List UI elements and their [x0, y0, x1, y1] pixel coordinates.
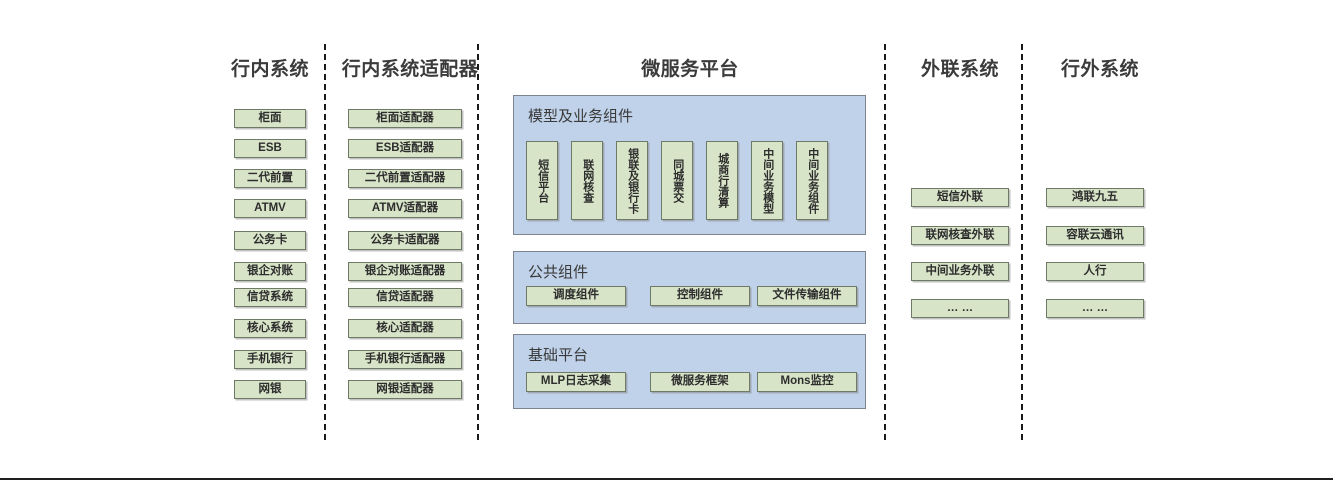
node-external-system-2[interactable]: 人行: [1046, 262, 1144, 281]
node-inner-adapter-7[interactable]: 核心适配器: [348, 319, 462, 338]
node-model-component-0[interactable]: 短信平台: [526, 141, 558, 220]
node-outbound-system-2[interactable]: 中间业务外联: [911, 262, 1009, 281]
node-inner-adapter-5[interactable]: 银企对账适配器: [348, 262, 462, 281]
node-outbound-system-0[interactable]: 短信外联: [911, 188, 1009, 207]
node-inner-system-8[interactable]: 手机银行: [234, 350, 306, 369]
divider-3: [884, 44, 886, 440]
bottom-rule: [0, 478, 1333, 480]
node-inner-adapter-1[interactable]: ESB适配器: [348, 139, 462, 158]
node-base-platform-0[interactable]: MLP日志采集: [526, 372, 626, 392]
node-inner-system-0[interactable]: 柜面: [234, 109, 306, 128]
node-public-component-0[interactable]: 调度组件: [526, 286, 626, 306]
panel-base-platform: 基础平台: [513, 334, 866, 409]
node-public-component-1[interactable]: 控制组件: [650, 286, 750, 306]
divider-2: [477, 44, 479, 440]
node-inner-system-4[interactable]: 公务卡: [234, 231, 306, 250]
node-inner-system-3[interactable]: ATMV: [234, 199, 306, 218]
node-inner-adapter-6[interactable]: 信贷适配器: [348, 288, 462, 307]
node-model-component-3[interactable]: 同城票交: [661, 141, 693, 220]
node-external-system-1[interactable]: 容联云通讯: [1046, 226, 1144, 245]
panel-title-base-platform: 基础平台: [528, 347, 589, 364]
node-inner-adapter-9[interactable]: 网银适配器: [348, 380, 462, 399]
panel-title-model-business-components: 模型及业务组件: [528, 108, 634, 125]
node-model-component-6[interactable]: 中间业务组件: [796, 141, 828, 220]
node-inner-system-7[interactable]: 核心系统: [234, 319, 306, 338]
node-inner-adapter-0[interactable]: 柜面适配器: [348, 109, 462, 128]
node-base-platform-2[interactable]: Mons监控: [757, 372, 857, 392]
node-model-component-5[interactable]: 中间业务模型: [751, 141, 783, 220]
column-title-inner-systems: 行内系统: [230, 59, 309, 80]
node-inner-adapter-2[interactable]: 二代前置适配器: [348, 169, 462, 188]
node-external-system-0[interactable]: 鸿联九五: [1046, 188, 1144, 207]
panel-title-public-components: 公共组件: [528, 264, 589, 281]
node-inner-adapter-3[interactable]: ATMV适配器: [348, 199, 462, 218]
node-inner-system-2[interactable]: 二代前置: [234, 169, 306, 188]
divider-4: [1021, 44, 1023, 440]
node-inner-system-6[interactable]: 信贷系统: [234, 288, 306, 307]
node-base-platform-1[interactable]: 微服务框架: [650, 372, 750, 392]
divider-1: [324, 44, 326, 440]
node-public-component-2[interactable]: 文件传输组件: [757, 286, 857, 306]
node-inner-adapter-4[interactable]: 公务卡适配器: [348, 231, 462, 250]
column-title-microservice-platform: 微服务平台: [641, 59, 739, 80]
column-title-outbound-systems: 外联系统: [920, 59, 999, 80]
node-outbound-system-1[interactable]: 联网核查外联: [911, 226, 1009, 245]
node-inner-system-5[interactable]: 银企对账: [234, 262, 306, 281]
column-title-inner-system-adapters: 行内系统适配器: [341, 59, 479, 80]
node-external-system-3[interactable]: … …: [1046, 299, 1144, 318]
node-inner-system-1[interactable]: ESB: [234, 139, 306, 158]
node-model-component-2[interactable]: 银联及银行卡: [616, 141, 648, 220]
node-model-component-4[interactable]: 城商行清算: [706, 141, 738, 220]
node-inner-system-9[interactable]: 网银: [234, 380, 306, 399]
node-inner-adapter-8[interactable]: 手机银行适配器: [348, 350, 462, 369]
node-model-component-1[interactable]: 联网核查: [571, 141, 603, 220]
column-title-external-systems: 行外系统: [1060, 59, 1139, 80]
node-outbound-system-3[interactable]: … …: [911, 299, 1009, 318]
